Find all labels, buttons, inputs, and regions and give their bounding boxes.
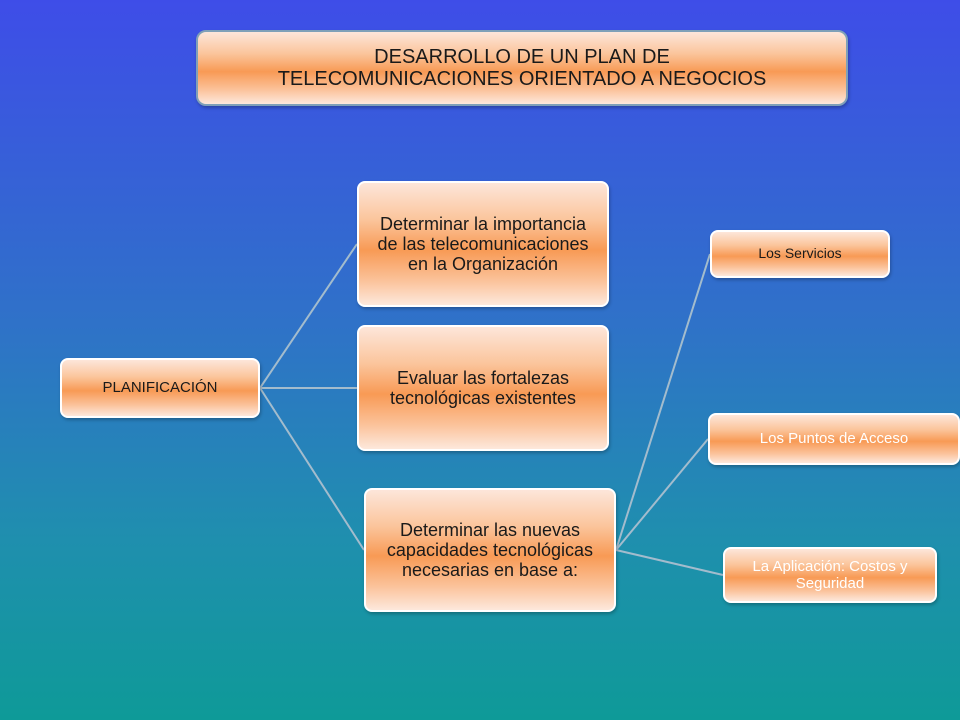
branch-node-label: Determinar la importancia de las telecom… bbox=[377, 213, 589, 275]
leaf-node-puntos-de-acceso: Los Puntos de Acceso bbox=[708, 413, 960, 465]
leaf-node-label: La Aplicación: Costos y Seguridad bbox=[752, 557, 908, 592]
branch-node-nuevas-capacidades: Determinar las nuevas capacidades tecnol… bbox=[364, 488, 616, 612]
branch-node-fortalezas: Evaluar las fortalezas tecnológicas exis… bbox=[357, 325, 609, 451]
diagram-title: DESARROLLO DE UN PLAN DE TELECOMUNICACIO… bbox=[196, 30, 848, 106]
leaf-node-label: Los Servicios bbox=[758, 245, 842, 262]
connector-capacidades-to-puntos bbox=[615, 438, 709, 551]
leaf-node-servicios: Los Servicios bbox=[710, 230, 890, 278]
branch-node-importancia: Determinar la importancia de las telecom… bbox=[357, 181, 609, 307]
branch-node-label: Evaluar las fortalezas tecnológicas exis… bbox=[389, 367, 577, 408]
root-node-label: PLANIFICACIÓN bbox=[102, 378, 218, 396]
connector-root-to-capacidades bbox=[259, 387, 365, 551]
connector-root-to-importance bbox=[259, 243, 358, 389]
diagram-title-text: DESARROLLO DE UN PLAN DE TELECOMUNICACIO… bbox=[277, 45, 767, 90]
leaf-node-aplicacion: La Aplicación: Costos y Seguridad bbox=[723, 547, 937, 603]
branch-node-label: Determinar las nuevas capacidades tecnol… bbox=[386, 519, 594, 581]
root-node-planificacion: PLANIFICACIÓN bbox=[60, 358, 260, 418]
connector-capacidades-to-aplicacion bbox=[615, 549, 724, 576]
connector-capacidades-to-servicios bbox=[615, 253, 711, 551]
leaf-node-label: Los Puntos de Acceso bbox=[759, 429, 909, 447]
